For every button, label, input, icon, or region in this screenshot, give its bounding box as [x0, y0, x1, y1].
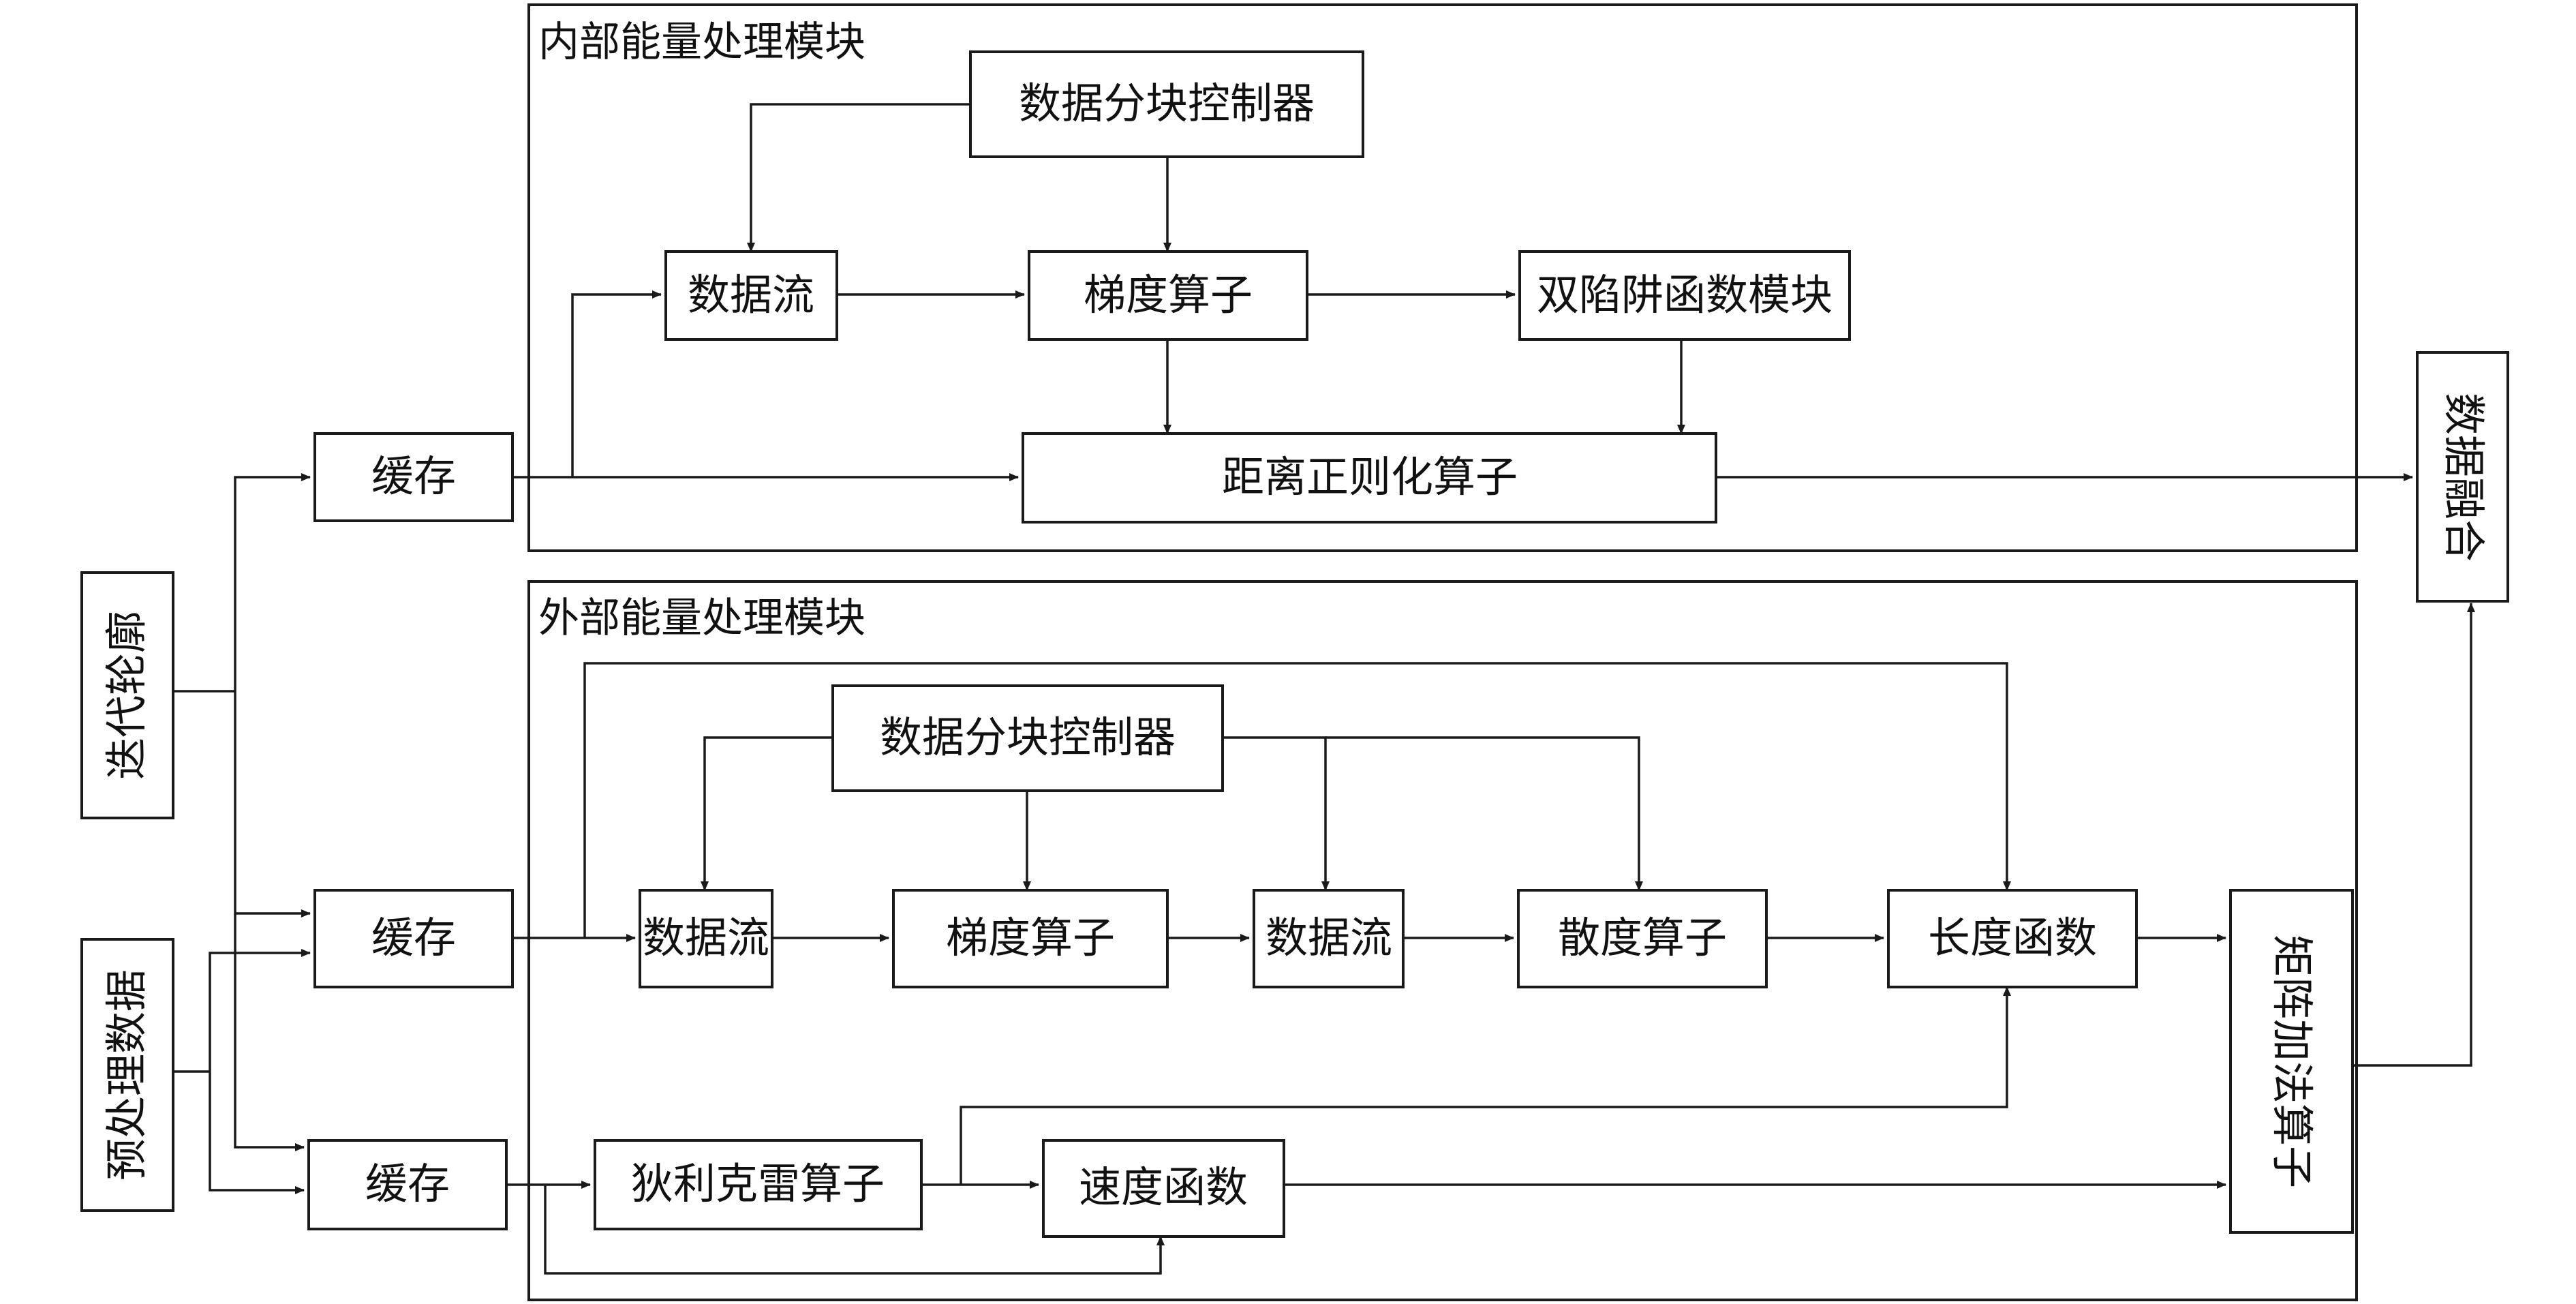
ext-gradient-label: 梯度算子 — [946, 915, 1115, 962]
int-gradient-label: 梯度算子 — [1084, 273, 1253, 319]
block-data-fusion: 数据融合 — [2416, 351, 2509, 603]
block-distance-regularization: 距离正则化算子 — [1022, 432, 1717, 524]
edge-ext-controller-to-divergence — [1325, 736, 1643, 891]
edge-cache-mid-to-length — [583, 662, 2011, 938]
iterative-contour-label: 迭代轮廓 — [104, 611, 151, 780]
block-dirichlet: 狄利克雷算子 — [594, 1139, 923, 1230]
block-velocity-function: 速度函数 — [1042, 1139, 1285, 1238]
int-data-stream-label: 数据流 — [688, 273, 814, 319]
edge-cache-top-to-int-stream — [571, 290, 662, 477]
internal-energy-module: 内部能量处理模块 — [527, 3, 2358, 552]
block-int-partition-controller: 数据分块控制器 — [969, 50, 1364, 158]
edge-int-controller-to-stream — [747, 103, 970, 252]
edge-dirichlet-to-length — [960, 986, 2011, 1185]
distance-regularization-label: 距离正则化算子 — [1222, 455, 1518, 501]
velocity-function-label: 速度函数 — [1079, 1165, 1248, 1211]
matrix-addition-label: 矩阵加法算子 — [2268, 935, 2314, 1188]
edge-ext-controller-to-stream-1 — [701, 736, 833, 891]
ext-data-stream-1-label: 数据流 — [643, 915, 769, 962]
cache-mid-label: 缓存 — [371, 915, 456, 962]
ext-data-stream-2-label: 数据流 — [1266, 915, 1392, 962]
internal-module-title: 内部能量处理模块 — [538, 20, 865, 65]
cache-top-label: 缓存 — [371, 454, 456, 500]
block-ext-partition-controller: 数据分块控制器 — [831, 684, 1224, 792]
double-well-label: 双陷阱函数模块 — [1537, 273, 1833, 319]
edge-contour-to-cache-bottom — [234, 913, 305, 1151]
preprocessed-data-label: 预处理数据 — [104, 969, 151, 1181]
block-int-data-stream: 数据流 — [664, 250, 838, 341]
block-ext-gradient: 梯度算子 — [892, 889, 1169, 988]
block-divergence: 散度算子 — [1517, 889, 1768, 988]
edge-preprocessed-to-cache-mid — [209, 949, 311, 1072]
block-cache-bottom: 缓存 — [307, 1139, 508, 1230]
edge-preprocessed-to-cache-bottom — [209, 1072, 305, 1194]
int-partition-controller-label: 数据分块控制器 — [1019, 81, 1315, 127]
ext-partition-controller-label: 数据分块控制器 — [880, 715, 1176, 761]
data-fusion-label: 数据融合 — [2440, 393, 2486, 562]
block-ext-data-stream-1: 数据流 — [639, 889, 773, 988]
external-module-title: 外部能量处理模块 — [538, 596, 865, 641]
dirichlet-label: 狄利克雷算子 — [631, 1162, 885, 1208]
block-preprocessed-data: 预处理数据 — [80, 938, 174, 1212]
block-int-gradient: 梯度算子 — [1028, 250, 1308, 341]
block-matrix-addition: 矩阵加法算子 — [2229, 889, 2354, 1234]
length-function-label: 长度函数 — [1928, 915, 2097, 962]
block-cache-top: 缓存 — [313, 432, 514, 522]
divergence-label: 散度算子 — [1558, 915, 1727, 962]
edge-matrix-add-to-fusion — [2352, 603, 2475, 1067]
block-length-function: 长度函数 — [1887, 889, 2138, 988]
edge-contour-to-cache-top — [234, 473, 311, 691]
block-cache-mid: 缓存 — [313, 889, 514, 988]
edge-ext-controller-to-stream-2 — [1223, 736, 1330, 891]
connectors — [173, 103, 2475, 1275]
edge-contour-to-cache-mid — [234, 691, 311, 918]
block-double-well: 双陷阱函数模块 — [1518, 250, 1851, 341]
block-iterative-contour: 迭代轮廓 — [80, 571, 174, 819]
edge-cache-bottom-to-velocity — [544, 1185, 1165, 1275]
block-ext-data-stream-2: 数据流 — [1253, 889, 1405, 988]
cache-bottom-label: 缓存 — [365, 1162, 450, 1208]
external-energy-module: 外部能量处理模块 — [527, 580, 2358, 1301]
